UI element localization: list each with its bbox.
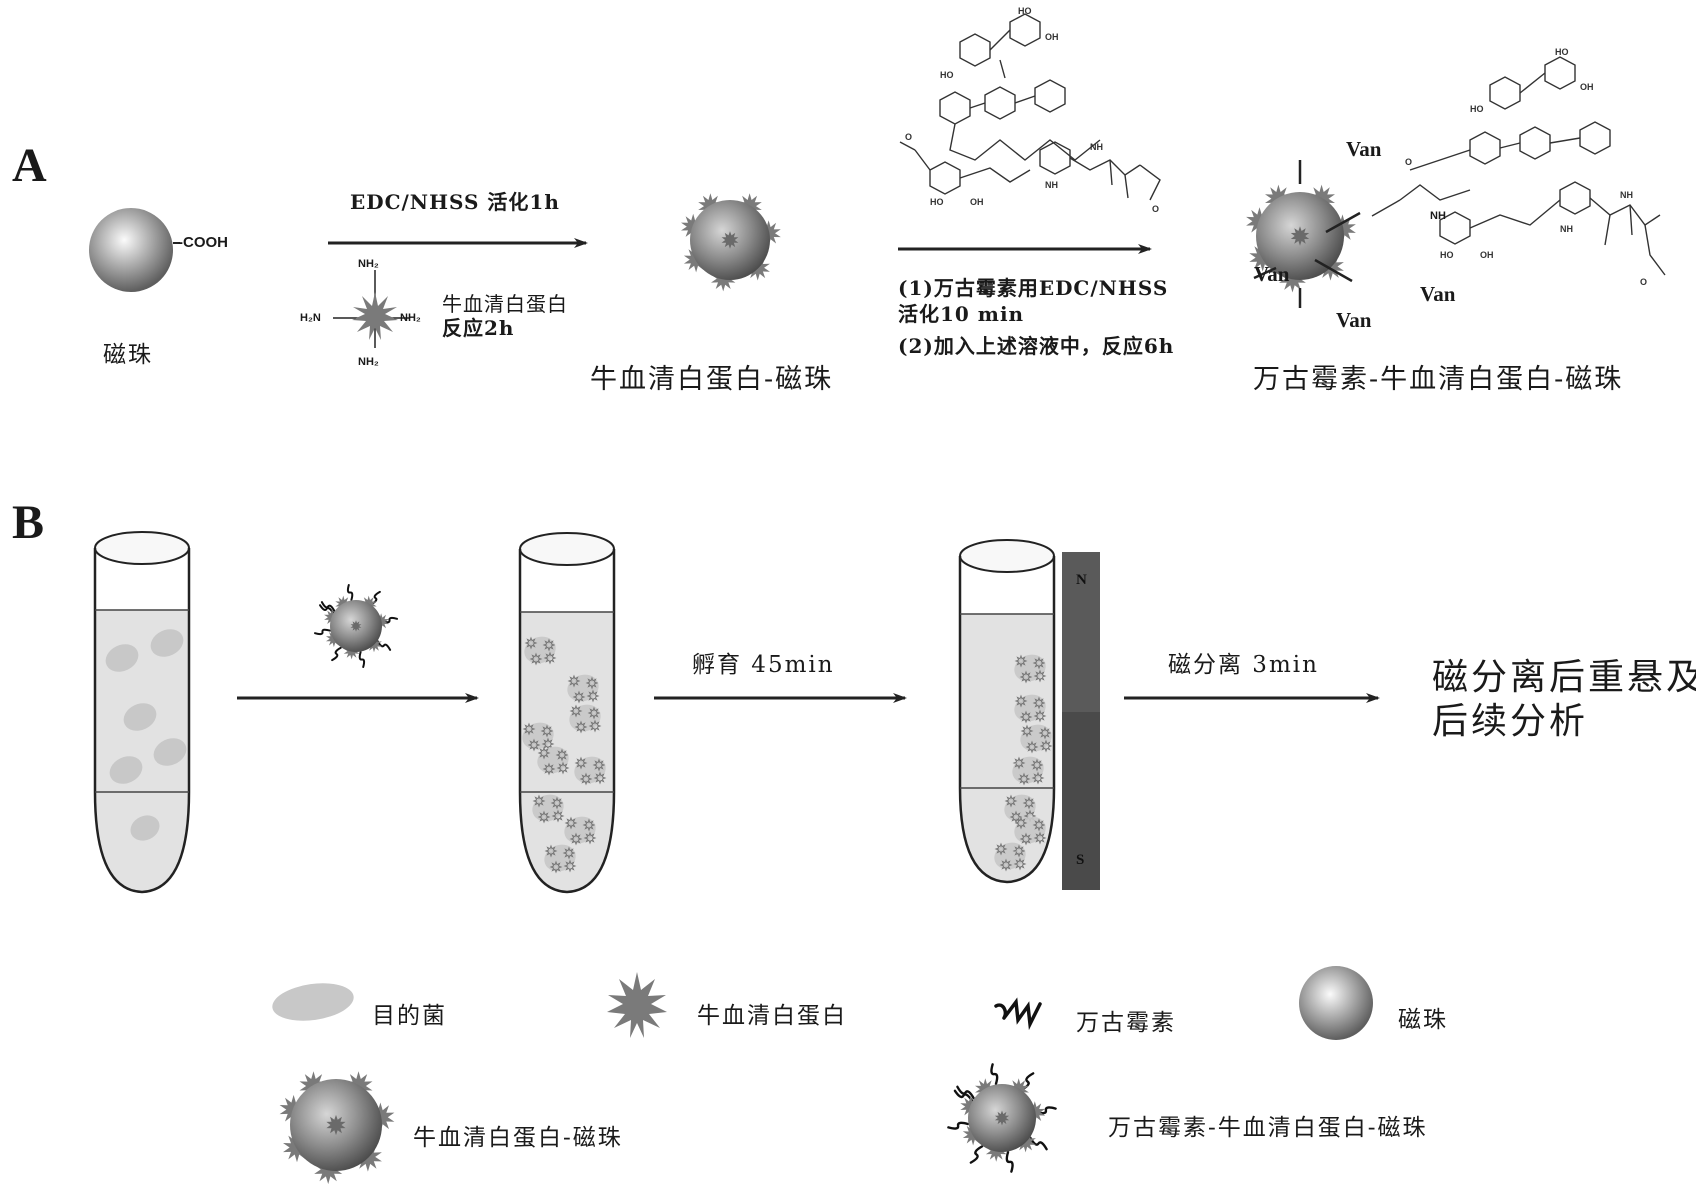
magnet-south-half [1062,712,1100,890]
svg-text:O: O [905,132,912,142]
svg-text:HO: HO [1470,104,1484,114]
bsa-nh2-right: NH₂ [400,312,421,324]
legend-target-bacteria-label: 目的菌 [372,1003,447,1029]
svg-text:O: O [1405,157,1412,167]
product-label: 万古霉素-牛血清白蛋白-磁珠 [1253,364,1624,395]
bsa-reagent-line2: 反应2h [442,316,515,340]
step2-line3: (2)加入上述溶液中，反应6h [898,334,1175,358]
svg-text:HO: HO [1555,47,1569,57]
bsa-nh2-top: NH₂ [358,258,379,270]
svg-text:NH: NH [1090,142,1103,152]
legend-target-bacteria-icon [272,983,354,1021]
step2-line1: (1)万古霉素用EDC/NHSS [898,276,1169,300]
bsa-bead-label: 牛血清白蛋白-磁珠 [590,364,834,395]
svg-text:OH: OH [1480,250,1494,260]
legend-vancomycin-icon [994,997,1042,1031]
van-bsa-bead-product [1246,160,1361,308]
step2-line2: 活化10 min [898,302,1025,326]
svg-text:HO: HO [930,197,944,207]
van-label-bottom: Van [1336,308,1372,332]
step1-label: EDC/NHSS 活化1h [350,190,560,214]
van-label-left: Van [1254,262,1290,286]
legend-bsa-bead-label: 牛血清白蛋白-磁珠 [413,1125,623,1151]
legend-van-bsa-bead-icon [947,1063,1057,1173]
tube-1 [93,531,191,894]
van-label-right: Van [1420,282,1456,306]
tube-3 [958,539,1056,884]
svg-text:HO: HO [1018,6,1032,16]
final-step-text: 磁分离后重悬及后续分析 [1432,657,1696,742]
vancomycin-labels-top: HO OH HO O HO OH NH NH O [905,6,1159,214]
separate-label: 磁分离 3min [1168,652,1319,678]
bsa-bead-product [681,193,781,292]
vancomycin-structure-attached [1371,56,1666,276]
legend-van-bsa-bead-label: 万古霉素-牛血清白蛋白-磁珠 [1108,1115,1428,1141]
magnet-s-label: S [1076,852,1085,868]
nh-link-label: NH [1430,210,1446,222]
legend-magnetic-bead-label: 磁珠 [1398,1007,1448,1033]
svg-text:O: O [1152,204,1159,214]
vancomycin-attached-labels: HO OH HO O HO OH NH NH O [1405,47,1647,287]
van-bsa-bead-reagent [314,584,398,668]
legend-vancomycin-label: 万古霉素 [1076,1010,1176,1036]
van-label-top: Van [1346,137,1382,161]
svg-text:HO: HO [1440,250,1454,260]
magnet-n-label: N [1076,572,1087,588]
incubate-label: 孵育 45min [692,652,835,678]
svg-text:OH: OH [1580,82,1594,92]
svg-text:NH: NH [1045,180,1058,190]
bead-label: 磁珠 [103,342,153,368]
bsa-with-amines [333,270,410,348]
panel-a-letter: A [12,139,47,192]
panel-b-letter: B [12,496,45,549]
svg-text:OH: OH [970,197,984,207]
svg-text:NH: NH [1560,224,1573,234]
tube-2 [518,532,616,894]
svg-text:HO: HO [940,70,954,80]
bsa-h2n-left: H₂N [300,312,321,324]
bsa-nh2-bottom: NH₂ [358,356,379,368]
bsa-star [352,292,398,340]
bsa-reagent-line1: 牛血清白蛋白 [442,292,568,316]
svg-text:NH: NH [1620,190,1633,200]
magnetic-bead [89,208,173,292]
legend-magnetic-bead-icon [1299,966,1373,1040]
legend-bsa-icon [607,972,667,1038]
svg-text:O: O [1640,277,1647,287]
legend-bsa-label: 牛血清白蛋白 [697,1003,847,1029]
vancomycin-structure [899,13,1161,201]
cooh-label: -COOH [178,234,228,251]
legend-bsa-bead-icon [279,1071,395,1185]
svg-text:OH: OH [1045,32,1059,42]
